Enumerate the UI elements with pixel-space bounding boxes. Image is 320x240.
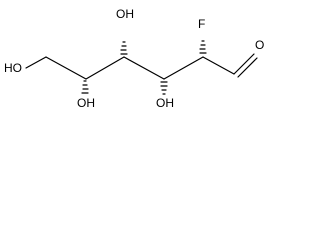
atom-label-f-c2: F <box>198 17 205 31</box>
stereo-bonds <box>81 40 207 95</box>
atom-labels: HO OH OH OH F O <box>4 7 264 110</box>
atom-label-o-c1: O <box>255 38 264 52</box>
structural-formula: HO OH OH OH F O <box>4 7 264 110</box>
bond-c3-c2 <box>163 56 204 80</box>
bond-c4-c3 <box>123 56 165 80</box>
bond-ho-c6 <box>25 56 47 69</box>
bond-c5-c4 <box>85 56 125 80</box>
atom-label-oh-c4: OH <box>116 7 134 21</box>
bond-c6-c5 <box>45 56 87 80</box>
bond-c1-o-double-b <box>237 57 258 78</box>
atom-label-oh-c3: OH <box>156 96 174 110</box>
bond-c1-o-double-a <box>233 53 255 75</box>
carbon-chain <box>25 53 258 80</box>
atom-label-oh-c5: OH <box>77 96 95 110</box>
bond-c2-c1 <box>202 56 235 75</box>
atom-label-ho-c6: HO <box>4 61 22 75</box>
